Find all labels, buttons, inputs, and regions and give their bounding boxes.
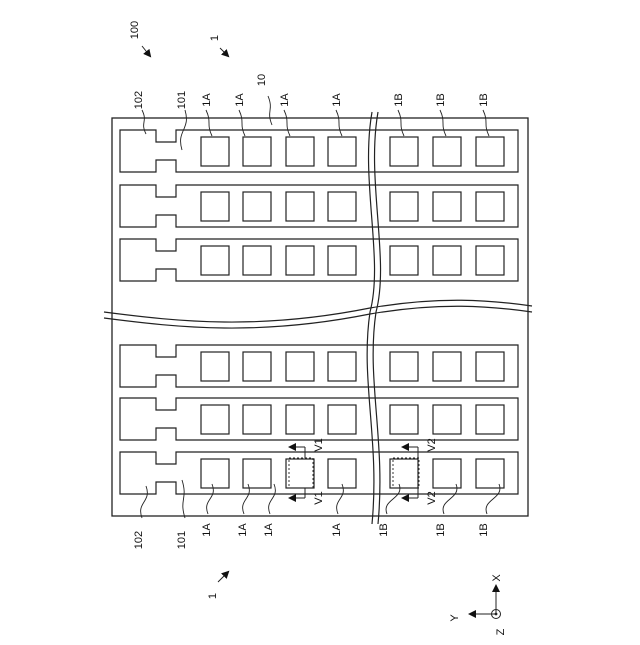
cell-1a xyxy=(328,246,356,275)
cell-1b xyxy=(476,405,504,434)
cell-1b xyxy=(390,352,418,381)
cell-1b xyxy=(433,192,461,221)
frame-callout-top: 1 xyxy=(209,35,228,56)
top-reference-labels: 102 101 10 1A 1A 1A 1A 1B 1B 1B xyxy=(133,74,490,109)
label-1a-top: 1A xyxy=(279,93,291,107)
cell-1b xyxy=(390,137,418,166)
label-1a-bottom: 1A xyxy=(331,523,343,537)
cell-1b xyxy=(476,352,504,381)
cell-1b xyxy=(390,192,418,221)
cell-1a xyxy=(328,137,356,166)
assembly-callout-100: 100 xyxy=(129,21,150,56)
label-1b-top: 1B xyxy=(435,93,447,106)
cell-1b xyxy=(390,405,418,434)
cell-1b xyxy=(433,137,461,166)
v2-bottom-label: V2 xyxy=(426,491,438,504)
label-1a-bottom: 1A xyxy=(263,523,275,537)
cell-1a xyxy=(286,352,314,381)
cell-1a xyxy=(286,405,314,434)
label-1b-bottom: 1B xyxy=(378,523,390,536)
label-1b-bottom: 1B xyxy=(435,523,447,536)
cell-1b xyxy=(476,246,504,275)
label-1a-top: 1A xyxy=(331,93,343,107)
axis-x-label: X xyxy=(491,574,503,582)
cell-1b xyxy=(476,137,504,166)
cell-1b xyxy=(390,246,418,275)
label-1-top: 1 xyxy=(209,35,221,41)
cell-1a xyxy=(201,137,229,166)
cell-1a xyxy=(201,246,229,275)
label-101-top: 101 xyxy=(176,91,188,109)
cell-1a xyxy=(201,192,229,221)
label-1b-top: 1B xyxy=(393,93,405,106)
cell-1a xyxy=(243,459,271,488)
v1-bottom-label: V1 xyxy=(313,491,325,504)
cell-1b xyxy=(390,459,418,488)
cell-1b xyxy=(433,405,461,434)
cell-1a xyxy=(243,192,271,221)
cell-1a xyxy=(201,352,229,381)
cell-1a xyxy=(243,352,271,381)
cell-1a xyxy=(243,405,271,434)
label-10-substrate: 10 xyxy=(256,74,268,86)
cell-1a xyxy=(328,192,356,221)
cell-1b xyxy=(476,192,504,221)
v2-top-label: V2 xyxy=(426,438,438,451)
cell-1a xyxy=(286,137,314,166)
z-axis-dot xyxy=(495,613,498,616)
leader-line xyxy=(268,96,272,125)
label-1a-bottom: 1A xyxy=(237,523,249,537)
break-line-horizontal-lower xyxy=(104,306,532,328)
cell-1b xyxy=(433,352,461,381)
label-1a-bottom: 1A xyxy=(201,523,213,537)
v1-top-label: V1 xyxy=(313,438,325,451)
cell-1a xyxy=(328,405,356,434)
cell-1a xyxy=(201,459,229,488)
cell-1a xyxy=(201,405,229,434)
label-102-bottom: 102 xyxy=(133,531,145,549)
break-line-horizontal-upper xyxy=(104,300,532,322)
cell-1a xyxy=(328,459,356,488)
label-1b-bottom: 1B xyxy=(478,523,490,536)
label-102-top: 102 xyxy=(133,91,145,109)
bottom-reference-labels: 102 101 1A 1A 1A 1A 1B 1B 1B xyxy=(133,523,490,550)
label-100: 100 xyxy=(129,21,141,39)
label-101-bottom: 101 xyxy=(176,531,188,549)
axis-z-label: Z xyxy=(495,628,507,635)
label-1a-top: 1A xyxy=(201,93,213,107)
cell-1b xyxy=(476,459,504,488)
cell-1a xyxy=(243,137,271,166)
cell-1a xyxy=(286,246,314,275)
label-1a-top: 1A xyxy=(234,93,246,107)
cell-1a xyxy=(243,246,271,275)
cell-1b xyxy=(433,246,461,275)
cell-1a xyxy=(286,459,314,488)
axis-indicator: X Y Z xyxy=(449,574,507,636)
cell-1a xyxy=(328,352,356,381)
frame-callout-bottom: 1 xyxy=(207,572,228,599)
cell-1b xyxy=(433,459,461,488)
axis-y-label: Y xyxy=(449,614,461,622)
cell-1a xyxy=(286,192,314,221)
label-1-bottom: 1 xyxy=(207,593,219,599)
label-1b-top: 1B xyxy=(478,93,490,106)
